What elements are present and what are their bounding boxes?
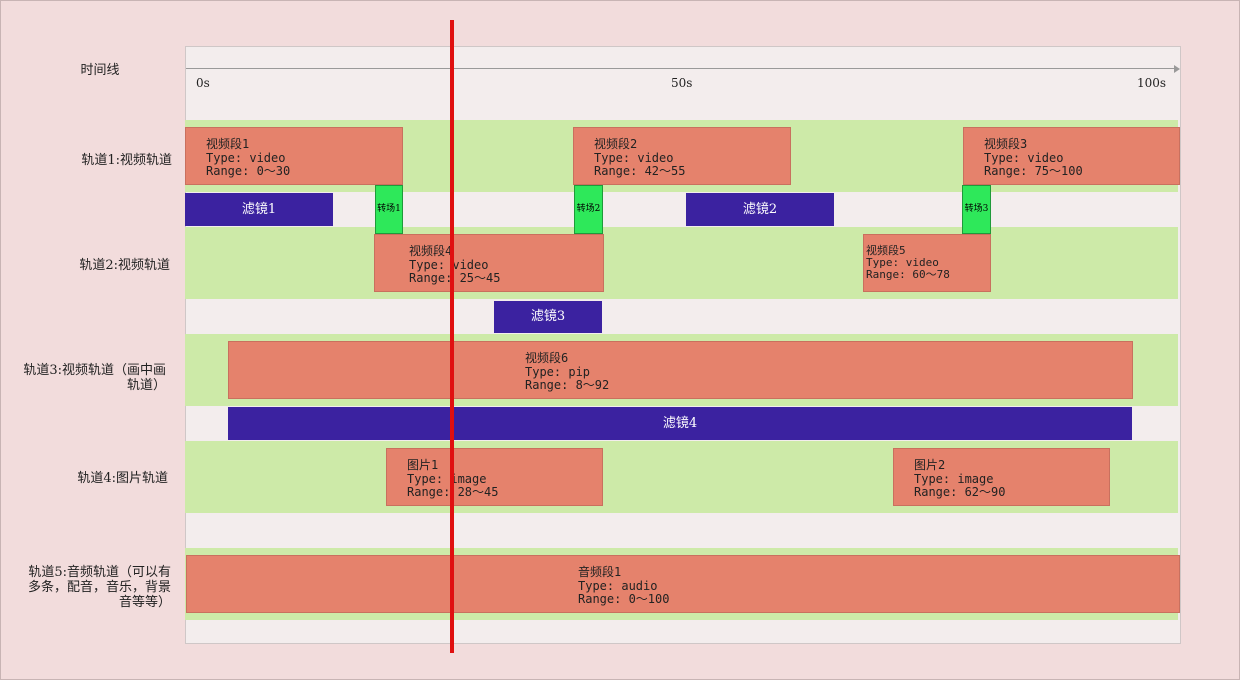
clip-range: Range: 0～100	[578, 592, 670, 606]
clip-name: 视频段3	[984, 137, 1028, 151]
track-label-5: 轨道5:音频轨道（可以有多条，配音，音乐，背景音等等）	[27, 565, 171, 610]
filter-1[interactable]: 滤镜1	[185, 193, 333, 226]
clip-type: Type: video	[984, 150, 1064, 165]
clip-range: Range: 28～45	[407, 485, 499, 499]
clip-video-2[interactable]: 视频段2 Type: video Range: 42～55	[573, 127, 791, 185]
time-axis-arrow-icon	[1174, 65, 1180, 73]
playhead[interactable]	[450, 20, 454, 653]
time-axis-line	[186, 68, 1174, 69]
clip-type: Type: video	[594, 150, 674, 165]
clip-video-3[interactable]: 视频段3 Type: video Range: 75～100	[963, 127, 1180, 185]
track-label-3: 轨道3:视频轨道（画中画轨道）	[23, 363, 166, 393]
clip-video-1[interactable]: 视频段1 Type: video Range: 0～30	[185, 127, 403, 185]
track-band-2	[185, 227, 1178, 299]
clip-range: Range: 8～92	[525, 378, 610, 392]
clip-type: Type: video	[206, 150, 286, 165]
clip-video-5[interactable]: 视频段5 Type: video Range: 60～78	[863, 234, 991, 292]
timeline-label: 时间线	[80, 63, 120, 78]
transition-3[interactable]: 转场3	[962, 185, 991, 234]
clip-type: Type: pip	[525, 364, 591, 379]
clip-range: Range: 60～78	[866, 268, 950, 281]
clip-type: Type: audio	[578, 578, 658, 593]
clip-type: Type: video	[409, 257, 489, 272]
clip-name: 视频段4	[409, 244, 453, 258]
track-label-2: 轨道2:视频轨道	[79, 258, 170, 273]
clip-name: 图片2	[914, 458, 946, 472]
clip-name: 图片1	[407, 458, 439, 472]
transition-1[interactable]: 转场1	[375, 185, 403, 234]
clip-range: Range: 25～45	[409, 271, 501, 285]
clip-name: 视频段6	[525, 351, 569, 365]
clip-name: 音频段1	[578, 565, 622, 579]
clip-audio-1[interactable]: 音频段1 Type: audio Range: 0～100	[186, 555, 1180, 613]
clip-image-2[interactable]: 图片2 Type: image Range: 62～90	[893, 448, 1110, 506]
filter-2[interactable]: 滤镜2	[686, 193, 834, 226]
clip-name: 视频段2	[594, 137, 638, 151]
clip-video-4[interactable]: 视频段4 Type: video Range: 25～45	[374, 234, 604, 292]
tick-0s: 0s	[196, 76, 210, 90]
clip-type: Type: image	[407, 471, 487, 486]
tick-100s: 100s	[1137, 76, 1167, 90]
transition-2[interactable]: 转场2	[574, 185, 603, 234]
clip-image-1[interactable]: 图片1 Type: image Range: 28～45	[386, 448, 603, 506]
clip-type: Type: video	[866, 256, 939, 269]
clip-range: Range: 62～90	[914, 485, 1006, 499]
clip-range: Range: 75～100	[984, 164, 1083, 178]
clip-type: Type: image	[914, 471, 994, 486]
tick-50s: 50s	[671, 76, 693, 90]
clip-range: Range: 0～30	[206, 164, 291, 178]
clip-range: Range: 42～55	[594, 164, 686, 178]
filter-4[interactable]: 滤镜4	[228, 407, 1132, 440]
clip-name: 视频段5	[866, 244, 906, 257]
filter-3[interactable]: 滤镜3	[494, 301, 602, 333]
clip-name: 视频段1	[206, 137, 250, 151]
clip-video-6[interactable]: 视频段6 Type: pip Range: 8～92	[228, 341, 1133, 399]
track-label-4: 轨道4:图片轨道	[77, 471, 168, 486]
track-label-1: 轨道1:视频轨道	[81, 153, 172, 168]
